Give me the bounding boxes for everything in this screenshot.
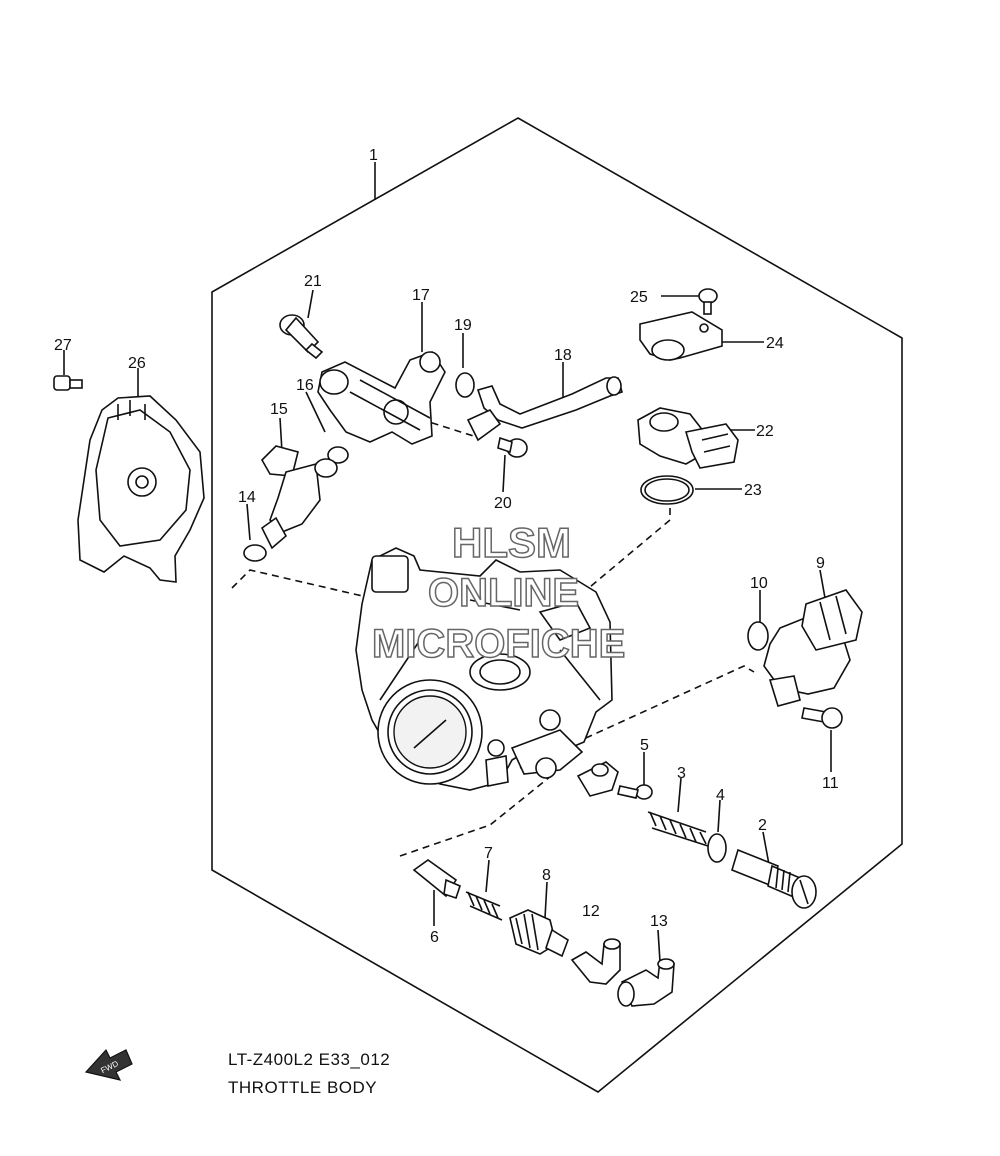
callout-8: 8	[542, 867, 551, 884]
callout-20: 20	[494, 495, 512, 512]
callout-11: 11	[822, 775, 839, 792]
callout-13: 13	[650, 913, 668, 930]
part-24-bracket	[639, 311, 723, 361]
callout-27: 27	[54, 337, 72, 354]
part-12-hose	[570, 938, 621, 985]
callout-labels: 1 2 3 4 5 6 7 8 9 10 11 12 13 14 15 16 1…	[54, 147, 839, 946]
part-23-o-ring	[640, 475, 694, 505]
callout-15: 15	[270, 401, 288, 418]
part-1-throttle-body	[355, 547, 613, 791]
part-9-sensor	[763, 589, 863, 707]
part-4-o-ring	[707, 833, 727, 863]
watermark-line-3: MICROFICHE	[372, 622, 625, 666]
callout-12: 12	[582, 903, 600, 920]
callout-2: 2	[758, 817, 767, 834]
part-14-o-ring	[243, 544, 267, 562]
part-11-screw	[801, 707, 843, 729]
part-6-plunger	[412, 859, 461, 900]
part-21-screw	[279, 314, 324, 360]
callout-1: 1	[369, 147, 378, 164]
part-5-screw	[576, 761, 653, 800]
callout-10: 10	[750, 575, 768, 592]
part-8-valve	[509, 909, 569, 958]
diagram-code: LT-Z400L2 E33_012	[228, 1050, 391, 1069]
callout-4: 4	[716, 787, 725, 804]
assembly-outline	[211, 117, 903, 1093]
watermark-line-2: ONLINE	[428, 571, 579, 615]
callout-23: 23	[744, 482, 762, 499]
callout-26: 26	[128, 355, 146, 372]
watermark-line-1: HLSM	[452, 519, 571, 566]
part-25-screw	[698, 288, 718, 315]
part-17-fuel-pipe	[317, 351, 446, 445]
diagram-title: THROTTLE BODY	[228, 1078, 378, 1097]
callout-16: 16	[296, 377, 314, 394]
callout-24: 24	[766, 335, 784, 352]
part-16-o-ring	[327, 446, 349, 464]
callout-14: 14	[238, 489, 256, 506]
part-19-o-ring	[455, 372, 475, 398]
part-3-spring	[647, 811, 709, 847]
part-18-fuel-hose	[466, 376, 623, 442]
callout-9: 9	[816, 555, 825, 572]
callout-22: 22	[756, 423, 774, 440]
callout-17: 17	[412, 287, 430, 304]
part-27-bolt	[53, 375, 83, 391]
part-15-injector	[260, 445, 338, 550]
part-10-o-ring	[747, 621, 769, 651]
watermark: HLSM ONLINE MICROFICHE	[371, 518, 626, 667]
part-13-elbow	[617, 958, 675, 1007]
part-20-screw	[497, 436, 528, 458]
callout-18: 18	[554, 347, 572, 364]
callout-7: 7	[484, 845, 493, 862]
callout-5: 5	[640, 737, 649, 754]
callout-3: 3	[677, 765, 686, 782]
callout-25: 25	[630, 289, 648, 306]
part-26-cover	[77, 395, 205, 583]
callout-19: 19	[454, 317, 472, 334]
part-7-spring	[465, 891, 503, 921]
fwd-arrow-icon: FWD	[84, 1048, 133, 1081]
part-22-sensor	[637, 407, 739, 469]
callout-21: 21	[304, 273, 322, 290]
callout-6: 6	[430, 929, 439, 946]
part-2-screw	[731, 848, 817, 909]
